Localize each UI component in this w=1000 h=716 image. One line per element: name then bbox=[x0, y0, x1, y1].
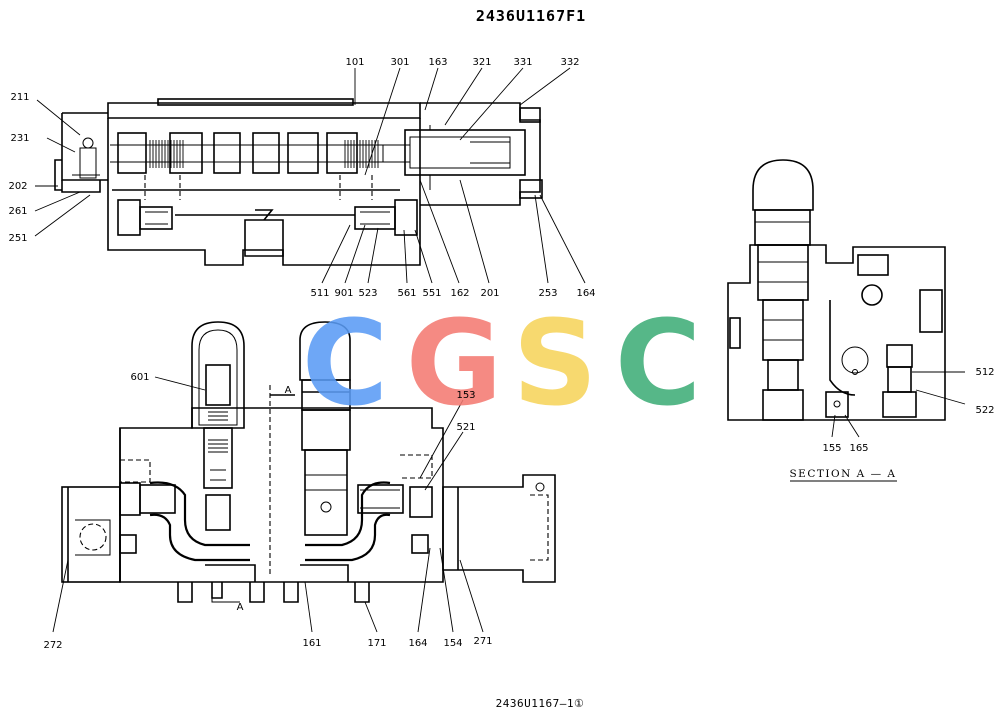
front-view-leaders bbox=[52, 376, 484, 633]
section-labels: 512 522 155 165 SECTION A — A bbox=[789, 367, 995, 482]
watermark-letter-c2: C bbox=[615, 294, 702, 432]
part-label-253: 253 bbox=[538, 288, 557, 299]
part-label-251: 251 bbox=[8, 233, 27, 244]
part-label-155: 155 bbox=[822, 443, 841, 454]
part-label-162: 162 bbox=[450, 288, 469, 299]
part-label-321: 321 bbox=[472, 57, 491, 68]
part-label-164-top: 164 bbox=[576, 288, 595, 299]
part-label-171: 171 bbox=[367, 638, 386, 649]
part-label-901: 901 bbox=[334, 288, 353, 299]
part-label-153: 153 bbox=[456, 390, 475, 401]
cgsc-watermark: C G S C bbox=[302, 294, 702, 432]
part-label-561: 561 bbox=[397, 288, 416, 299]
part-label-271: 271 bbox=[473, 636, 492, 647]
part-label-101: 101 bbox=[345, 57, 364, 68]
part-label-211: 211 bbox=[10, 92, 29, 103]
part-label-231: 231 bbox=[10, 133, 29, 144]
watermark-letter-s: S bbox=[513, 294, 598, 432]
drawing-title: 2436U1167F1 bbox=[476, 7, 586, 25]
left-spring bbox=[149, 140, 184, 168]
front-view bbox=[61, 321, 556, 603]
part-label-522: 522 bbox=[975, 405, 994, 416]
section-a-a-view bbox=[727, 159, 946, 421]
part-label-202: 202 bbox=[8, 181, 27, 192]
part-label-164-bottom: 164 bbox=[408, 638, 427, 649]
part-label-331: 331 bbox=[513, 57, 532, 68]
part-label-601: 601 bbox=[130, 372, 149, 383]
part-label-512: 512 bbox=[975, 367, 994, 378]
right-spring bbox=[344, 140, 379, 168]
part-label-523: 523 bbox=[358, 288, 377, 299]
top-view bbox=[54, 98, 543, 266]
part-label-201: 201 bbox=[480, 288, 499, 299]
watermark-letter-c1: C bbox=[302, 294, 389, 432]
part-label-161: 161 bbox=[302, 638, 321, 649]
drawing-number: 2436U1167—1① bbox=[496, 697, 585, 710]
part-label-551: 551 bbox=[422, 288, 441, 299]
part-label-165: 165 bbox=[849, 443, 868, 454]
part-label-154: 154 bbox=[443, 638, 462, 649]
section-leaders bbox=[831, 371, 966, 438]
part-label-521: 521 bbox=[456, 422, 475, 433]
front-view-labels: 601 153 521 272 161 171 164 154 271 A A bbox=[43, 372, 492, 651]
section-caption: SECTION A — A bbox=[789, 468, 896, 480]
part-label-261: 261 bbox=[8, 206, 27, 217]
part-label-332: 332 bbox=[560, 57, 579, 68]
part-label-301: 301 bbox=[390, 57, 409, 68]
section-marker-bottom: A bbox=[237, 602, 244, 613]
section-marker-top: A bbox=[285, 385, 292, 396]
part-label-511: 511 bbox=[310, 288, 329, 299]
top-view-leaders bbox=[34, 67, 586, 284]
part-label-163: 163 bbox=[428, 57, 447, 68]
top-view-labels: 101 301 163 321 331 332 211 231 202 261 … bbox=[8, 57, 595, 299]
part-label-272: 272 bbox=[43, 640, 62, 651]
watermark-letter-g: G bbox=[406, 294, 503, 432]
